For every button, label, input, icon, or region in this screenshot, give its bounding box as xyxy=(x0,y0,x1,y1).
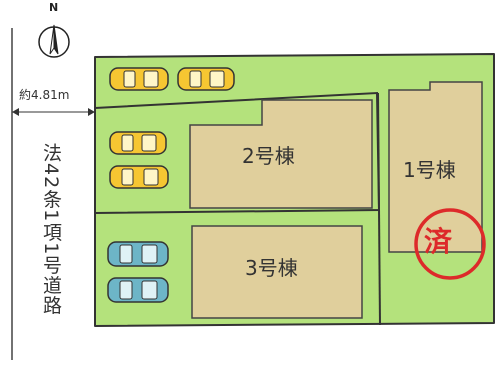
building-3-label: 3号棟 xyxy=(245,256,298,280)
building-2-footprint xyxy=(189,99,373,209)
road-width-dimension xyxy=(12,108,95,116)
sold-stamp-label: 済 xyxy=(424,225,453,258)
building-2-label: 2号棟 xyxy=(242,144,295,168)
road-width-label: 約4.81m xyxy=(19,88,70,102)
parking-car xyxy=(107,241,169,267)
sold-stamp-icon xyxy=(414,208,486,280)
north-arrow-icon xyxy=(38,24,70,58)
building-3-footprint xyxy=(191,225,363,319)
parking-car xyxy=(177,67,235,91)
parking-car xyxy=(109,165,169,189)
north-label: N xyxy=(49,1,59,14)
parking-car xyxy=(109,131,167,155)
parking-car xyxy=(109,67,169,91)
parking-car xyxy=(107,277,169,303)
building-1-label: 1号棟 xyxy=(403,158,456,182)
lot-partition-vertical xyxy=(377,92,381,326)
road-type-label: 法42条1項1号道路 xyxy=(40,143,62,316)
